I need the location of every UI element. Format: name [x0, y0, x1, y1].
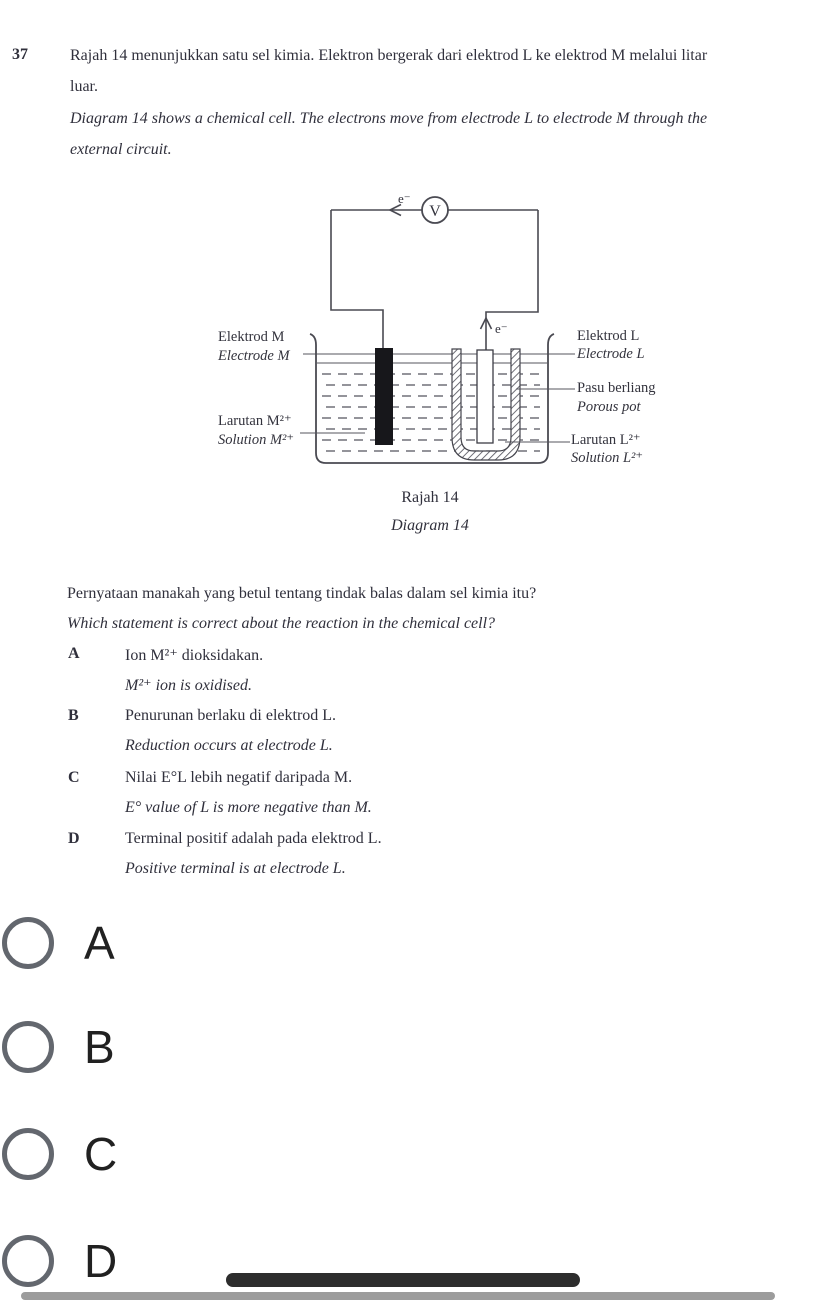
electrode-m-bar — [375, 348, 393, 445]
question-intro-ms-line2: luar. — [70, 78, 98, 95]
label-electrode-m-en: Electrode M — [217, 348, 290, 364]
answer-choice-row-c[interactable]: C — [2, 1122, 117, 1186]
label-solution-l-en: Solution L²⁺ — [571, 450, 643, 466]
prompt-ms: Pernyataan manakah yang betul tentang ti… — [67, 585, 537, 602]
option-c-text-en: E° value of L is more negative than M. — [125, 799, 372, 816]
option-a-letter: A — [68, 645, 80, 662]
label-electrode-l-en: Electrode L — [576, 346, 645, 362]
label-solution-m-ms: Larutan M²⁺ — [218, 413, 292, 429]
option-c-text-ms: Nilai E°L lebih negatif daripada M. — [125, 769, 353, 786]
solution-dashes — [322, 373, 543, 452]
option-b-text-en: Reduction occurs at electrode L. — [125, 737, 333, 754]
electrode-l-bar — [476, 349, 494, 444]
electron-label-right: e⁻ — [495, 321, 508, 336]
question-intro-ms-line1: Rajah 14 menunjukkan satu sel kimia. Ele… — [70, 47, 708, 64]
option-a-text-en: M²⁺ ion is oxidised. — [125, 677, 253, 694]
label-electrode-l-ms: Elektrod L — [577, 328, 639, 344]
answer-choice-label-c: C — [84, 1128, 118, 1180]
question-intro-en-line1: Diagram 14 shows a chemical cell. The el… — [70, 110, 708, 127]
answer-choice-row-d[interactable]: D — [2, 1229, 117, 1293]
option-d-letter: D — [68, 830, 80, 847]
option-b-letter: B — [68, 707, 79, 724]
beaker — [309, 333, 555, 464]
answer-choice-label-d: D — [84, 1235, 118, 1287]
voltmeter-icon — [421, 196, 449, 224]
label-solution-l-ms: Larutan L²⁺ — [571, 432, 641, 448]
label-solution-m-en: Solution M²⁺ — [218, 432, 294, 448]
answer-choice-row-b[interactable]: B — [2, 1015, 115, 1079]
answer-choice-label-a: A — [84, 917, 115, 969]
porous-pot — [451, 348, 521, 461]
option-d-text-ms: Terminal positif adalah pada elektrod L. — [125, 830, 382, 847]
electron-arrow-top-icon — [388, 203, 402, 217]
option-a-text-ms: Ion M²⁺ dioksidakan. — [125, 647, 264, 664]
answer-choice-row-a[interactable]: A — [2, 911, 115, 975]
radio-button-d[interactable] — [2, 1235, 54, 1287]
leader-lines — [300, 388, 575, 443]
option-d-text-en: Positive terminal is at electrode L. — [125, 860, 346, 877]
electron-arrow-right-icon — [479, 316, 493, 330]
label-electrode-m-ms: Elektrod M — [218, 329, 285, 345]
prompt-en: Which statement is correct about the rea… — [67, 615, 496, 632]
chemical-cell-diagram: e⁻ e⁻ V — [217, 191, 656, 466]
option-b-text-ms: Penurunan berlaku di elektrod L. — [125, 707, 337, 724]
scrollbar-thumb[interactable] — [226, 1273, 580, 1287]
label-porous-pot-ms: Pasu berliang — [577, 380, 656, 396]
answer-choice-label-b: B — [84, 1021, 115, 1073]
label-porous-pot-en: Porous pot — [576, 399, 641, 415]
electron-label-top: e⁻ — [398, 191, 411, 206]
scrollbar-track[interactable] — [21, 1292, 775, 1300]
voltmeter-symbol: V — [429, 203, 441, 220]
radio-button-a[interactable] — [2, 917, 54, 969]
question-number: 37 — [12, 46, 28, 63]
diagram-caption-en: Diagram 14 — [391, 517, 469, 534]
diagram-caption-ms: Rajah 14 — [401, 489, 459, 506]
radio-button-b[interactable] — [2, 1021, 54, 1073]
circuit-wires — [330, 209, 539, 350]
question-intro-en-line2: external circuit. — [70, 141, 172, 158]
question-scan-image: 37 Rajah 14 menunjukkan satu sel kimia. … — [12, 46, 708, 877]
option-c-letter: C — [68, 769, 80, 786]
radio-button-c[interactable] — [2, 1128, 54, 1180]
